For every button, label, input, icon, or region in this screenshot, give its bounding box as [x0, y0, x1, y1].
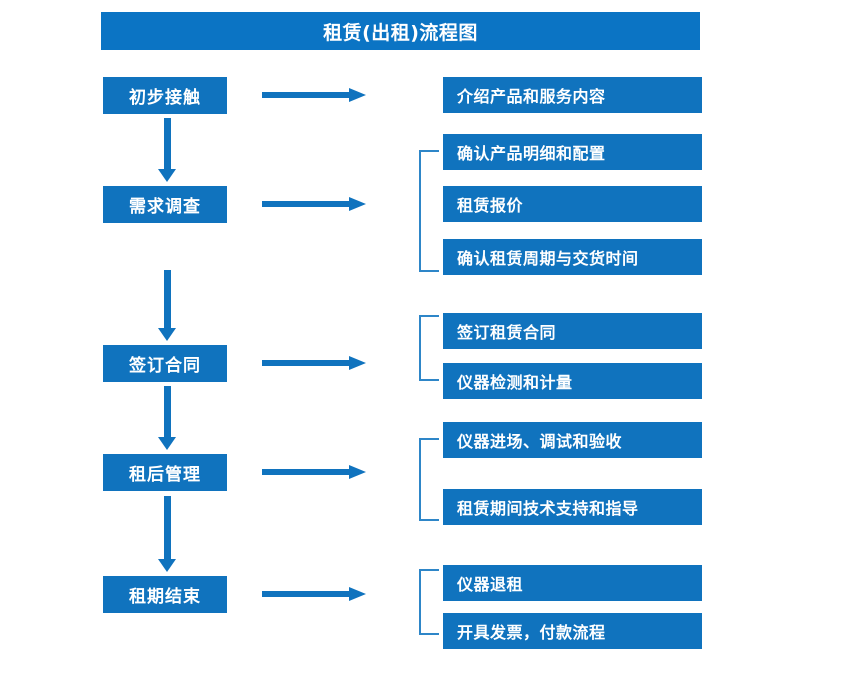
- arrow-shaft: [262, 360, 350, 366]
- arrow-head-right-icon: [349, 88, 366, 102]
- arrow-head-right-icon: [349, 356, 366, 370]
- arrow-shaft: [164, 496, 171, 559]
- stage-box-4[interactable]: 租后管理: [103, 454, 227, 491]
- horizontal-arrow-1: [262, 87, 366, 103]
- arrow-head-down-icon: [158, 559, 176, 572]
- arrow-head-down-icon: [158, 437, 176, 450]
- arrow-head-right-icon: [349, 465, 366, 479]
- arrow-shaft: [262, 201, 350, 207]
- horizontal-arrow-5: [262, 586, 366, 602]
- stage-box-3[interactable]: 签订合同: [103, 345, 227, 382]
- arrow-shaft: [164, 386, 171, 437]
- stage-box-5[interactable]: 租期结束: [103, 576, 227, 613]
- group-bracket-2: [419, 315, 439, 381]
- arrow-shaft: [164, 270, 171, 328]
- detail-box-10[interactable]: 开具发票，付款流程: [443, 613, 702, 649]
- vertical-arrow-4: [158, 496, 176, 572]
- arrow-head-down-icon: [158, 169, 176, 182]
- detail-box-9[interactable]: 仪器退租: [443, 565, 702, 601]
- arrow-head-right-icon: [349, 197, 366, 211]
- arrow-head-right-icon: [349, 587, 366, 601]
- arrow-shaft: [164, 118, 171, 169]
- arrow-shaft: [262, 591, 350, 597]
- vertical-arrow-1: [158, 118, 176, 182]
- detail-box-5[interactable]: 签订租赁合同: [443, 313, 702, 349]
- arrow-head-down-icon: [158, 328, 176, 341]
- arrow-shaft: [262, 469, 350, 475]
- horizontal-arrow-3: [262, 355, 366, 371]
- detail-box-8[interactable]: 租赁期间技术支持和指导: [443, 489, 702, 525]
- group-bracket-1: [419, 150, 439, 272]
- detail-box-1[interactable]: 介绍产品和服务内容: [443, 77, 702, 113]
- detail-box-7[interactable]: 仪器进场、调试和验收: [443, 422, 702, 458]
- detail-box-4[interactable]: 确认租赁周期与交货时间: [443, 239, 702, 275]
- vertical-arrow-2: [158, 270, 176, 341]
- vertical-arrow-3: [158, 386, 176, 450]
- diagram-title: 租赁(出租)流程图: [101, 12, 700, 50]
- detail-box-6[interactable]: 仪器检测和计量: [443, 363, 702, 399]
- group-bracket-3: [419, 438, 439, 521]
- stage-box-2[interactable]: 需求调查: [103, 186, 227, 223]
- detail-box-2[interactable]: 确认产品明细和配置: [443, 134, 702, 170]
- group-bracket-4: [419, 569, 439, 635]
- stage-box-1[interactable]: 初步接触: [103, 77, 227, 114]
- horizontal-arrow-2: [262, 196, 366, 212]
- arrow-shaft: [262, 92, 350, 98]
- horizontal-arrow-4: [262, 464, 366, 480]
- detail-box-3[interactable]: 租赁报价: [443, 186, 702, 222]
